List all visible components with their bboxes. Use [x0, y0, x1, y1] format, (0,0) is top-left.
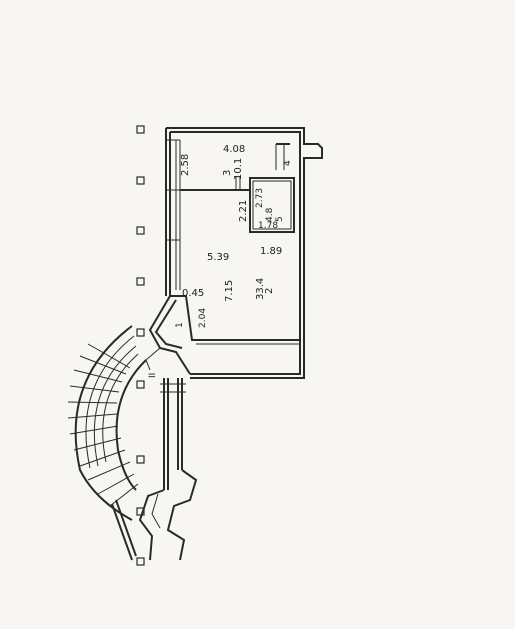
grid-marker — [136, 328, 145, 337]
room2-area: 33.4 — [255, 278, 266, 300]
dim-0-45: 0.45 — [182, 288, 204, 299]
grid-marker — [136, 176, 145, 185]
stair-mark: II — [148, 373, 158, 378]
room5-dim-b: 1.78 — [258, 221, 278, 231]
room3-number: 3 — [222, 170, 233, 176]
room3-dim-side: 2.58 — [180, 154, 191, 176]
grid-markers — [136, 125, 145, 566]
labels: 4.08 2.58 3 10.1 4 5 4.8 2.73 1.78 2.21 … — [148, 144, 293, 378]
grid-marker — [136, 277, 145, 286]
dim-2-04: 2.04 — [198, 308, 208, 328]
corridor — [138, 378, 198, 561]
dim-2-21: 2.21 — [238, 200, 249, 222]
outer-walls — [165, 127, 323, 379]
room3-dim-top: 4.08 — [223, 144, 245, 155]
grid-marker — [136, 125, 145, 134]
dim-7-15: 7.15 — [224, 280, 235, 302]
grid-marker — [136, 557, 145, 566]
partitions — [180, 143, 300, 345]
dim-1-89: 1.89 — [260, 246, 282, 257]
room4-number: 4 — [283, 160, 293, 166]
room2-number: 2 — [264, 288, 275, 294]
entrance-walls — [145, 295, 196, 375]
room5-number: 5 — [275, 216, 285, 222]
room5-dim-a: 2.73 — [255, 188, 265, 208]
grid-marker — [136, 507, 145, 516]
curved-staircase — [67, 325, 147, 561]
room3-area: 10.1 — [233, 158, 244, 180]
dim-5-39: 5.39 — [207, 252, 229, 263]
room5-bathroom — [249, 177, 295, 233]
room1-number: 1 — [175, 322, 185, 328]
grid-marker — [136, 455, 145, 464]
grid-marker — [136, 380, 145, 389]
grid-marker — [136, 226, 145, 235]
room5-area: 4.8 — [265, 207, 275, 222]
